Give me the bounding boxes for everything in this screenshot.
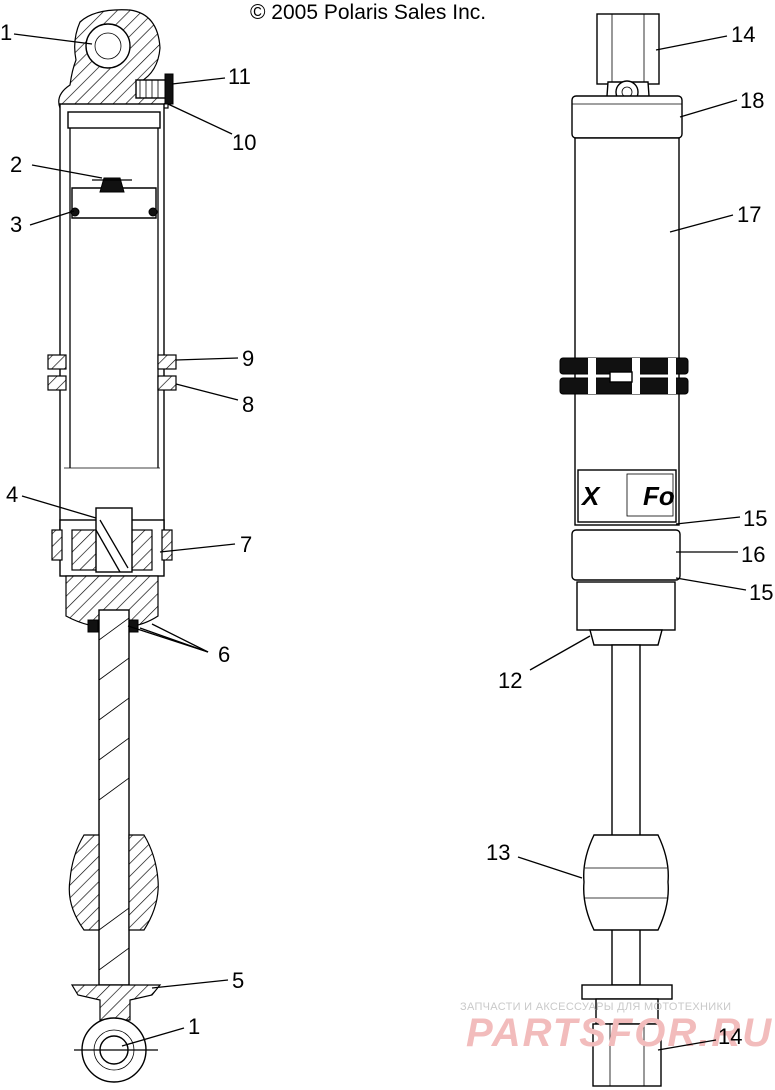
shaft-seal bbox=[589, 629, 663, 646]
callout-9: 9 bbox=[242, 346, 254, 371]
callout-6: 6 bbox=[218, 642, 230, 667]
spring-retainer-right-lower bbox=[157, 375, 177, 391]
callout-1-top: 1 bbox=[0, 20, 12, 45]
body-cap bbox=[571, 95, 683, 139]
callout-16: 16 bbox=[741, 542, 765, 567]
callout-11: 11 bbox=[228, 64, 251, 89]
right-shock-exterior: X Fo bbox=[559, 13, 689, 1087]
spring-adjuster-nuts bbox=[559, 357, 689, 395]
callout-10: 10 bbox=[232, 130, 256, 155]
callout-17: 17 bbox=[737, 202, 761, 227]
spring-retainer-left-upper bbox=[47, 354, 67, 370]
floating-piston bbox=[71, 187, 157, 219]
callout-14-top: 14 bbox=[731, 22, 755, 47]
callout-2: 2 bbox=[10, 152, 22, 177]
bottom-mount bbox=[70, 984, 162, 1021]
callout-14-bottom: 14 bbox=[718, 1024, 742, 1049]
callout-12: 12 bbox=[498, 668, 522, 693]
callout-labels: 1 2 3 11 10 9 8 4 7 6 5 1 14 18 17 15 16… bbox=[0, 20, 773, 1049]
callout-15-upper: 15 bbox=[743, 506, 767, 531]
callout-18: 18 bbox=[740, 88, 764, 113]
callout-4: 4 bbox=[6, 482, 18, 507]
callout-13: 13 bbox=[486, 840, 510, 865]
bottom-out-bumper bbox=[583, 834, 669, 931]
top-clevis bbox=[596, 13, 660, 85]
shock-body-cylinder bbox=[59, 103, 165, 535]
lower-body bbox=[576, 581, 676, 631]
copyright-text: © 2005 Polaris Sales Inc. bbox=[250, 1, 486, 24]
top-eyelet-bushing bbox=[85, 23, 131, 69]
decal-text-left: X bbox=[580, 481, 601, 511]
shock-body bbox=[574, 137, 680, 526]
decal-text-right: Fo bbox=[643, 481, 675, 511]
callout-3: 3 bbox=[10, 212, 22, 237]
bottom-out-bumper-left bbox=[68, 834, 100, 931]
piston-shaft bbox=[98, 609, 130, 986]
watermark-tagline: ЗАПЧАСТИ И АКСЕССУАРЫ ДЛЯ МОТОТЕХНИКИ bbox=[460, 1001, 731, 1013]
callout-leaders bbox=[13, 33, 747, 1051]
callout-1-bottom: 1 bbox=[188, 1014, 200, 1039]
watermark-logo-text: PARTSFOR.RU bbox=[466, 1011, 773, 1055]
piston-shaft-right bbox=[611, 644, 641, 986]
bottom-washer bbox=[581, 984, 673, 1000]
piston-valve bbox=[99, 177, 125, 193]
callout-5: 5 bbox=[232, 968, 244, 993]
callout-8: 8 bbox=[242, 392, 254, 417]
seal-collar bbox=[571, 529, 681, 581]
left-shock-cutaway bbox=[47, 9, 177, 1083]
top-eyelet-bore bbox=[94, 32, 122, 60]
spring-retainer-left-lower bbox=[47, 375, 67, 391]
callout-15-lower: 15 bbox=[749, 580, 773, 605]
callout-7: 7 bbox=[240, 532, 252, 557]
spring-retainer-right-upper bbox=[157, 354, 177, 370]
valve-cap bbox=[164, 73, 174, 105]
